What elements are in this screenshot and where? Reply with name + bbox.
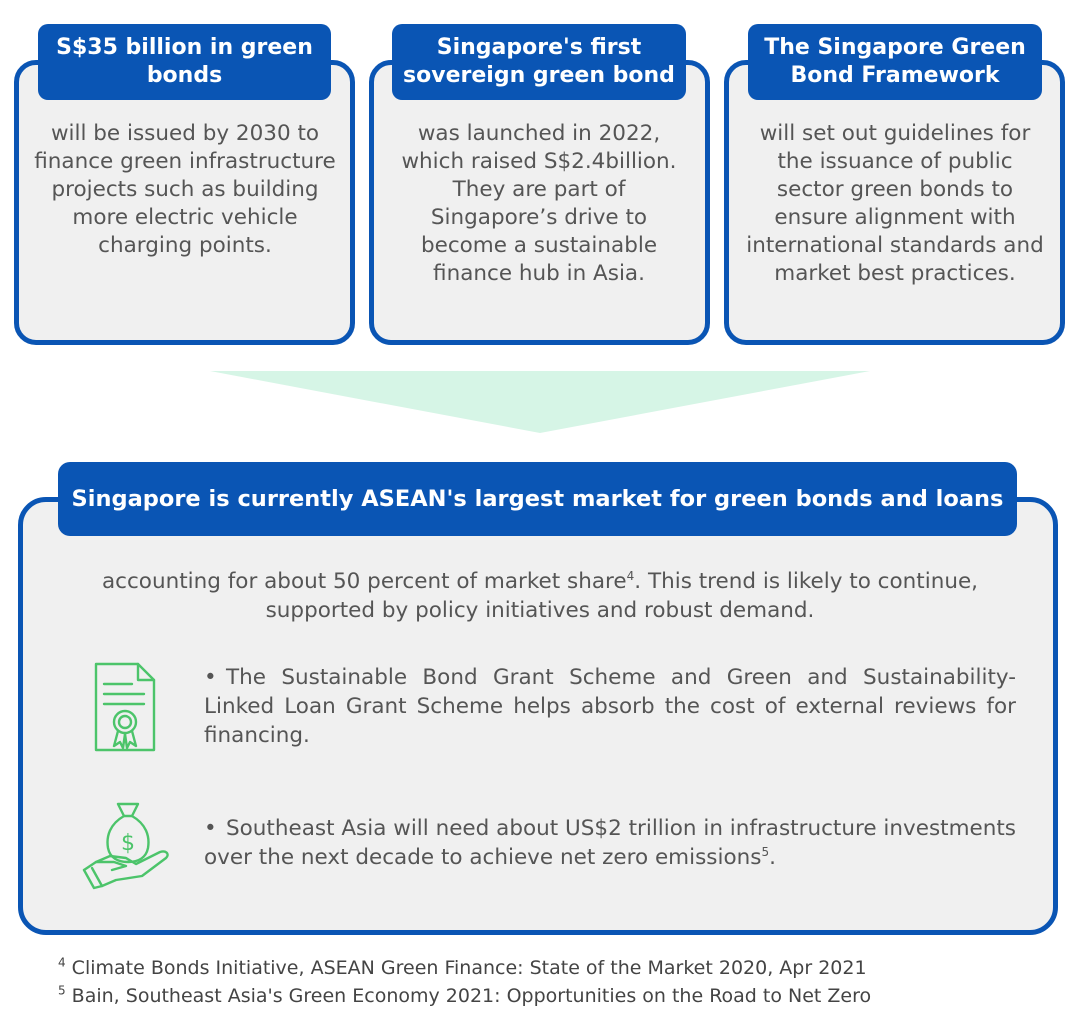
bullet-dot: • [204,816,217,841]
info-card-2 [369,60,710,345]
intro-line-1: accounting for about 50 percent of marke… [101,569,627,594]
footnote-ref-4: 4 [626,568,635,583]
bullet-dot: • [204,665,217,690]
footnote-4-text: Climate Bonds Initiative, ASEAN Green Fi… [65,957,867,979]
intro-line-2: supported by policy initiatives and robu… [265,598,815,623]
money-bag-hand-icon: $ [82,802,169,890]
main-panel [18,497,1058,935]
main-intro-text: accounting for about 50 percent of marke… [40,567,1040,625]
bullet-1-text: The Sustainable Bond Grant Scheme and Gr… [204,665,1016,748]
intro-line-1-end: . This trend is likely to continue, [634,569,979,594]
footnote-5-text: Bain, Southeast Asia's Green Economy 202… [65,985,872,1007]
svg-text:$: $ [121,831,135,856]
footnote-5: 5 Bain, Southeast Asia's Green Economy 2… [58,983,871,1009]
card-2-body: was launched in 2022, which raised S$2.4… [401,121,677,286]
card-2-title: Singapore's first sovereign green bond [392,24,686,100]
info-card-3 [724,60,1065,345]
bullet-2-text: Southeast Asia will need about US$2 tril… [204,816,1016,870]
bullet-item-1: •The Sustainable Bond Grant Scheme and G… [204,663,1016,750]
footnote-ref-5: 5 [761,844,770,859]
bullet-2-end: . [769,845,776,870]
down-arrow-shape [210,371,870,433]
footnote-5-number: 5 [58,983,66,998]
card-1-body: will be issued by 2030 to finance green … [34,121,336,258]
card-3-body: will set out guidelines for the issuance… [746,121,1044,286]
certificate-icon [94,662,156,752]
bullet-item-2: •Southeast Asia will need about US$2 tri… [204,814,1016,872]
main-panel-title: Singapore is currently ASEAN's largest m… [58,462,1017,536]
footnote-4-number: 4 [58,955,66,970]
card-3-title: The Singapore Green Bond Framework [748,24,1042,100]
card-1-title: S$35 billion in green bonds [38,24,331,100]
footnote-4: 4 Climate Bonds Initiative, ASEAN Green … [58,955,867,981]
